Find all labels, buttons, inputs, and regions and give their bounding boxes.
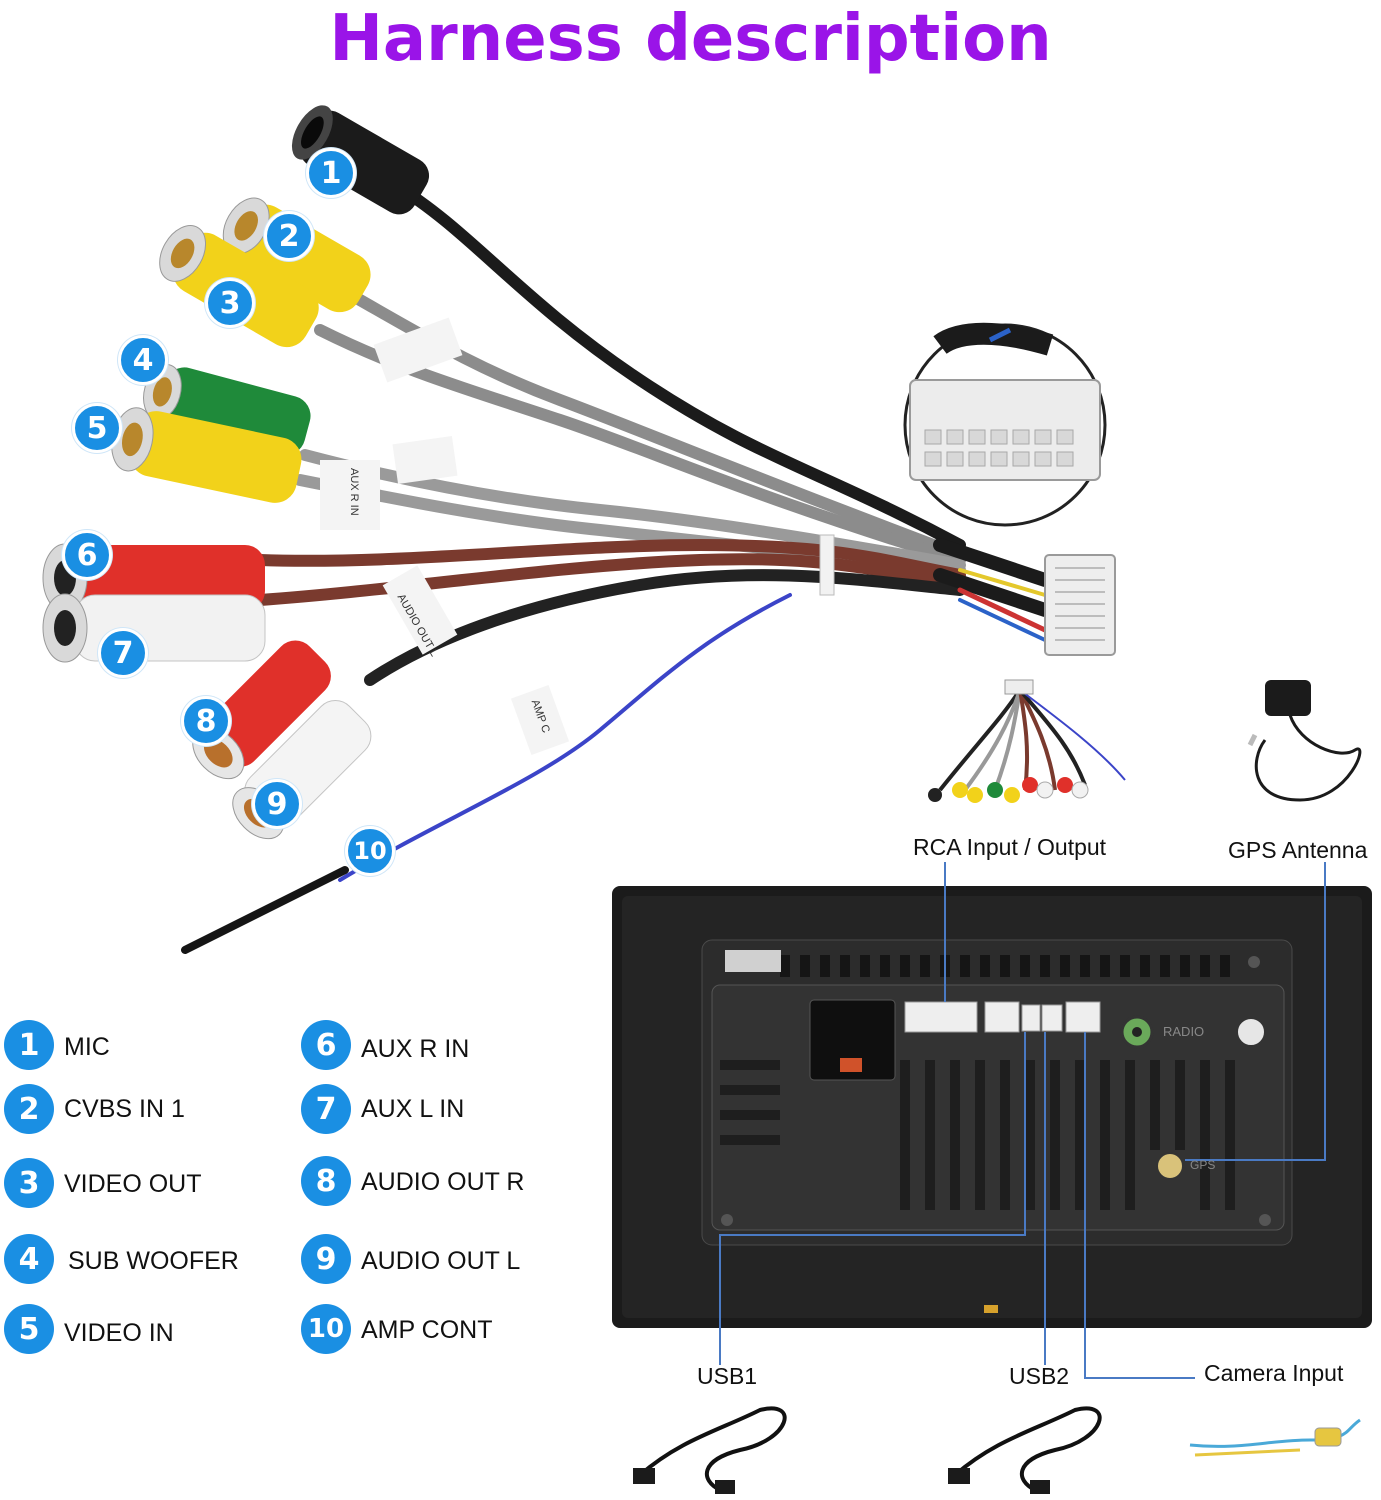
- legend-num-6: 6: [301, 1020, 351, 1070]
- camera-cable-image: [1189, 1418, 1361, 1457]
- harness-badge-10: 10: [345, 826, 395, 876]
- legend-num-2: 2: [4, 1084, 54, 1134]
- legend-num-1: 1: [4, 1020, 54, 1070]
- rca-harness-thumbnail: [928, 679, 1126, 803]
- callout-lines: [719, 862, 1326, 1379]
- harness-badge-8: 8: [181, 696, 231, 746]
- legend-label-2: CVBS IN 1: [64, 1095, 185, 1123]
- harness-badge-4: 4: [118, 335, 168, 385]
- legend-num-3: 3: [4, 1158, 54, 1208]
- legend-label-5: VIDEO IN: [64, 1319, 174, 1347]
- port-label-radio: RADIO: [1163, 1024, 1205, 1039]
- head-unit-back: [612, 886, 1372, 1328]
- harness-badge-2: 2: [264, 211, 314, 261]
- legend-num-8: 8: [301, 1156, 351, 1206]
- legend-num-9: 9: [301, 1234, 351, 1284]
- harness-badge-6: 6: [62, 530, 112, 580]
- legend-label-3: VIDEO OUT: [64, 1170, 202, 1198]
- usb2-cable-image: [948, 1406, 1102, 1494]
- callout-usb1: USB1: [697, 1363, 758, 1389]
- harness-badge-5: 5: [72, 403, 122, 453]
- legend-label-10: AMP CONT: [361, 1316, 493, 1344]
- harness-badge-9: 9: [252, 779, 302, 829]
- usb1-cable-image: [633, 1406, 787, 1494]
- harness-badge-7: 7: [98, 628, 148, 678]
- legend-label-8: AUDIO OUT R: [361, 1168, 525, 1196]
- callout-usb2: USB2: [1009, 1363, 1070, 1389]
- page-title: Harness description: [329, 2, 1052, 76]
- callout-camera: Camera Input: [1204, 1360, 1344, 1386]
- gps-antenna-image: [1247, 680, 1362, 802]
- port-label-gps: GPS: [1190, 1158, 1216, 1172]
- legend-label-6: AUX R IN: [361, 1035, 470, 1063]
- connector-zoom: [903, 322, 1107, 527]
- rca-connector-5: [111, 407, 302, 503]
- rca-connector-7: [42, 593, 266, 663]
- legend-label-1: MIC: [64, 1033, 110, 1061]
- harness-badge-3: 3: [205, 278, 255, 328]
- harness-badge-1: 1: [306, 148, 356, 198]
- legend-num-7: 7: [301, 1084, 351, 1134]
- legend-label-7: AUX L IN: [361, 1095, 465, 1123]
- callout-rca: RCA Input / Output: [913, 834, 1107, 860]
- legend-label-9: AUDIO OUT L: [361, 1247, 521, 1275]
- rca-connector-4: [143, 363, 311, 456]
- legend-num-10: 10: [301, 1304, 351, 1354]
- callout-gps: GPS Antenna: [1228, 837, 1368, 863]
- harness-connector: [1044, 554, 1116, 656]
- cable-labels: [320, 317, 570, 756]
- mic-connector: [291, 105, 430, 215]
- legend-num-4: 4: [4, 1234, 54, 1284]
- legend-num-5: 5: [4, 1304, 54, 1354]
- legend-label-4: SUB WOOFER: [68, 1247, 239, 1275]
- cable-tie: [819, 534, 835, 596]
- cable-tag-aux: AUX R IN: [348, 468, 360, 516]
